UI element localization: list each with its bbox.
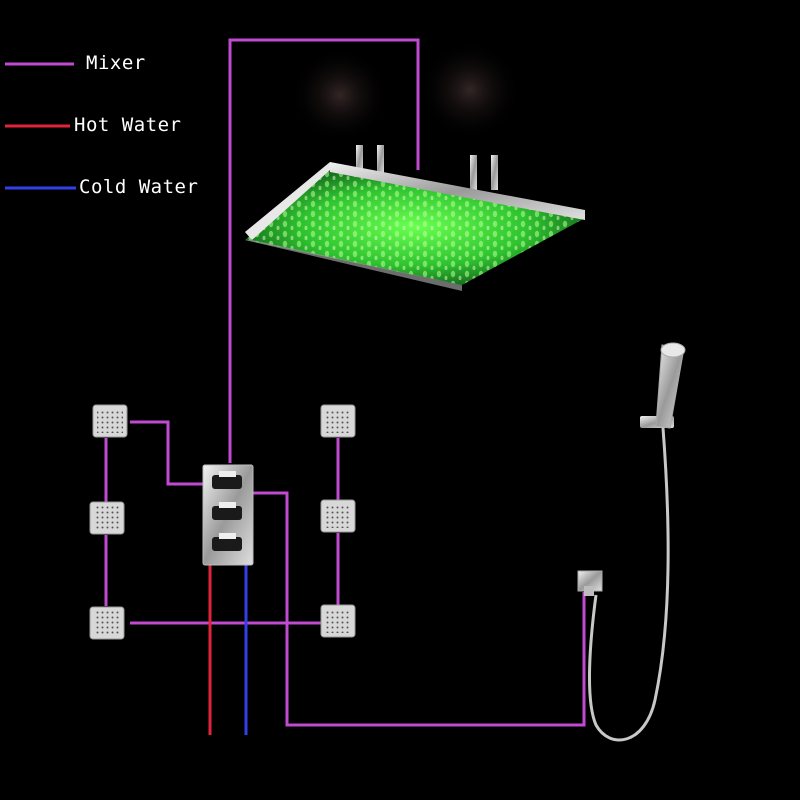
legend-mixer-label: Mixer bbox=[86, 52, 146, 74]
body-jet-icon bbox=[92, 404, 128, 438]
ceiling-arm-left bbox=[356, 145, 363, 175]
ceiling-arm-left-2 bbox=[377, 145, 384, 175]
ceiling-arm-right bbox=[470, 155, 477, 190]
steam-cloud-right bbox=[418, 40, 522, 140]
body-jet-icon bbox=[320, 404, 356, 438]
mixer-pipe-to-rain-head bbox=[228, 38, 420, 463]
mixer-pipe-left-jets bbox=[130, 420, 205, 486]
mixer-valve-icon bbox=[202, 464, 254, 566]
steam-cloud-left bbox=[290, 47, 390, 143]
body-jet-icon bbox=[320, 604, 356, 638]
ceiling-arm-right-2 bbox=[491, 155, 498, 190]
body-jet-icon bbox=[89, 501, 125, 535]
led-rain-shower-head-icon bbox=[245, 162, 585, 291]
shower-hose bbox=[587, 427, 670, 742]
body-jet-icon bbox=[320, 499, 356, 533]
hand-shower-icon bbox=[640, 342, 686, 429]
body-jet-icon bbox=[89, 606, 125, 640]
mixer-pipe-to-hand-shower bbox=[250, 491, 586, 727]
legend-cold-water-label: Cold Water bbox=[79, 176, 199, 198]
wall-outlet-icon bbox=[577, 570, 603, 596]
legend-hot-water-label: Hot Water bbox=[74, 114, 182, 136]
